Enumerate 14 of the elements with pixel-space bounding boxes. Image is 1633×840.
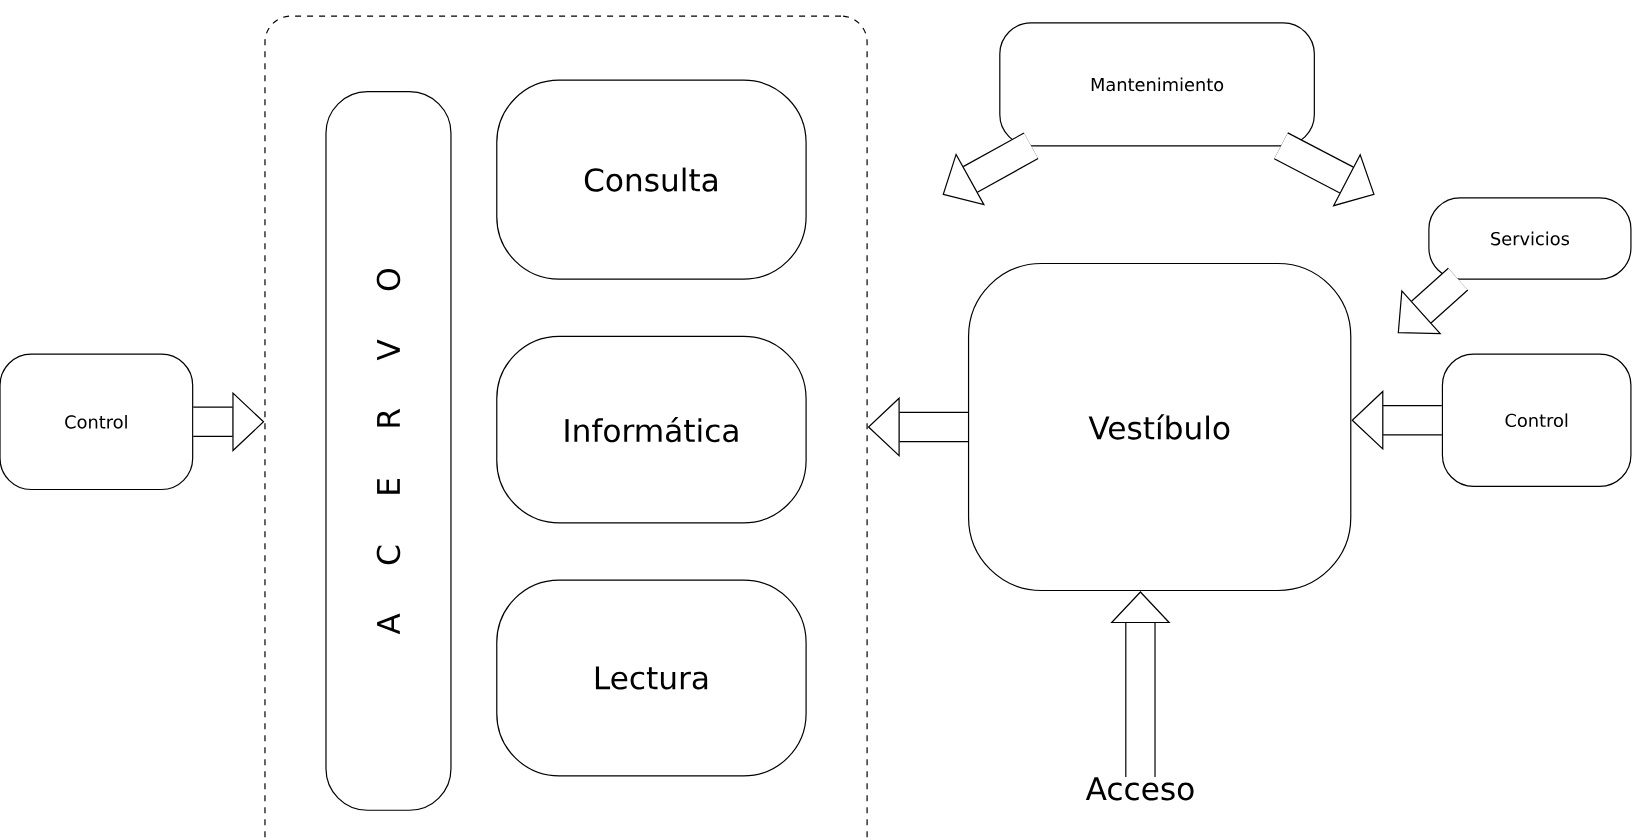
rounded-box: Control	[1441, 353, 1632, 487]
rounded-box: Lectura	[496, 579, 807, 777]
label-text: Acceso	[1085, 777, 1194, 801]
rounded-bar: A C E R V O	[325, 90, 452, 811]
rounded-box: Mantenimiento	[999, 22, 1315, 147]
rounded-box: Vestíbulo	[967, 262, 1352, 591]
block-arrow	[942, 132, 1039, 206]
rounded-box: Control	[0, 353, 194, 490]
dashed-group-box	[264, 15, 868, 840]
rounded-box: Consulta	[496, 79, 807, 280]
block-arrow	[1397, 267, 1469, 335]
rounded-box: Informática	[496, 335, 807, 524]
rounded-box: Servicios	[1428, 197, 1632, 280]
block-arrow	[1273, 132, 1375, 207]
